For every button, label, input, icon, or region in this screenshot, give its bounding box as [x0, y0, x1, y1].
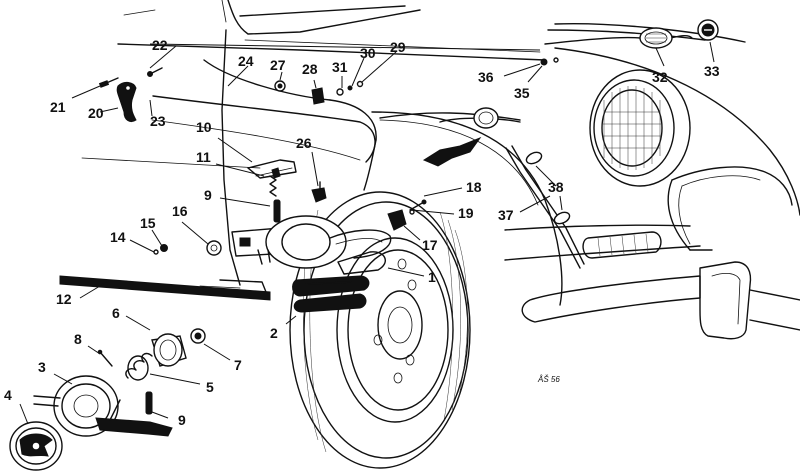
callout-24: 24	[238, 53, 254, 69]
callout-19: 19	[458, 205, 474, 221]
callout-7: 7	[234, 357, 242, 373]
callout-20: 20	[88, 105, 104, 121]
callout-8: 8	[74, 331, 82, 347]
callout-30: 30	[360, 45, 376, 61]
part-emblem-4	[9, 421, 63, 471]
part-bracket-2	[292, 275, 370, 313]
callout-labels: 1 2 3 4 5 6 7 8 9 9 10 11 12 14 15 16 17…	[4, 37, 720, 428]
callout-9-lower: 9	[178, 412, 186, 428]
callout-17: 17	[422, 237, 438, 253]
callout-35: 35	[514, 85, 530, 101]
part-badge-33	[697, 19, 719, 41]
part-badge-32	[544, 27, 693, 49]
drawing-reference-mark: ÅŠ 56	[537, 375, 560, 384]
callout-37: 37	[498, 207, 514, 223]
callout-2: 2	[270, 325, 278, 341]
callout-32: 32	[652, 69, 668, 85]
leader-lines	[19, 41, 715, 425]
callout-23: 23	[150, 113, 166, 129]
part-spring-5	[125, 352, 153, 381]
part-bolt-26	[311, 181, 327, 203]
callout-31: 31	[332, 59, 348, 75]
part-pin-9-upper	[273, 199, 281, 223]
callout-11: 11	[196, 149, 211, 165]
callout-36: 36	[478, 69, 494, 85]
callout-28: 28	[302, 61, 318, 77]
part-spring-11	[269, 175, 277, 197]
part-pin-9-lower	[145, 391, 153, 415]
callout-21: 21	[50, 99, 66, 115]
callout-6: 6	[112, 305, 120, 321]
callout-38: 38	[548, 179, 564, 195]
part-fasteners-27-31	[274, 80, 364, 105]
part-ring-3	[33, 375, 173, 437]
callout-26: 26	[296, 135, 312, 151]
part-rod-12	[59, 275, 271, 301]
callout-33: 33	[704, 63, 720, 79]
part-fasteners-35-36	[540, 57, 559, 66]
callout-4: 4	[4, 387, 12, 403]
part-pin-8	[97, 349, 113, 367]
callout-1: 1	[428, 269, 436, 285]
part-clip-17-18-19	[387, 199, 427, 231]
part-catch-10	[247, 159, 297, 179]
part-cap-6	[151, 333, 187, 367]
part-strip-37	[505, 145, 585, 269]
callout-29: 29	[390, 39, 406, 55]
callout-27: 27	[270, 57, 286, 73]
callout-3: 3	[38, 359, 46, 375]
part-washer-14-15-16	[153, 240, 222, 256]
callout-10: 10	[196, 119, 212, 135]
callout-16: 16	[172, 203, 188, 219]
part-rings-38	[525, 151, 571, 225]
callout-5: 5	[206, 379, 214, 395]
callout-15: 15	[140, 215, 156, 231]
spare-wheel-carrier	[231, 215, 392, 275]
callout-18: 18	[466, 179, 482, 195]
part-nut-7	[190, 328, 206, 344]
callout-9-upper: 9	[204, 187, 212, 203]
part-release-handle-20	[98, 67, 163, 123]
callout-12: 12	[56, 291, 72, 307]
hood-ornament	[379, 107, 521, 167]
front-wheel	[289, 191, 471, 469]
callout-14: 14	[110, 229, 126, 245]
callout-22: 22	[152, 37, 168, 53]
